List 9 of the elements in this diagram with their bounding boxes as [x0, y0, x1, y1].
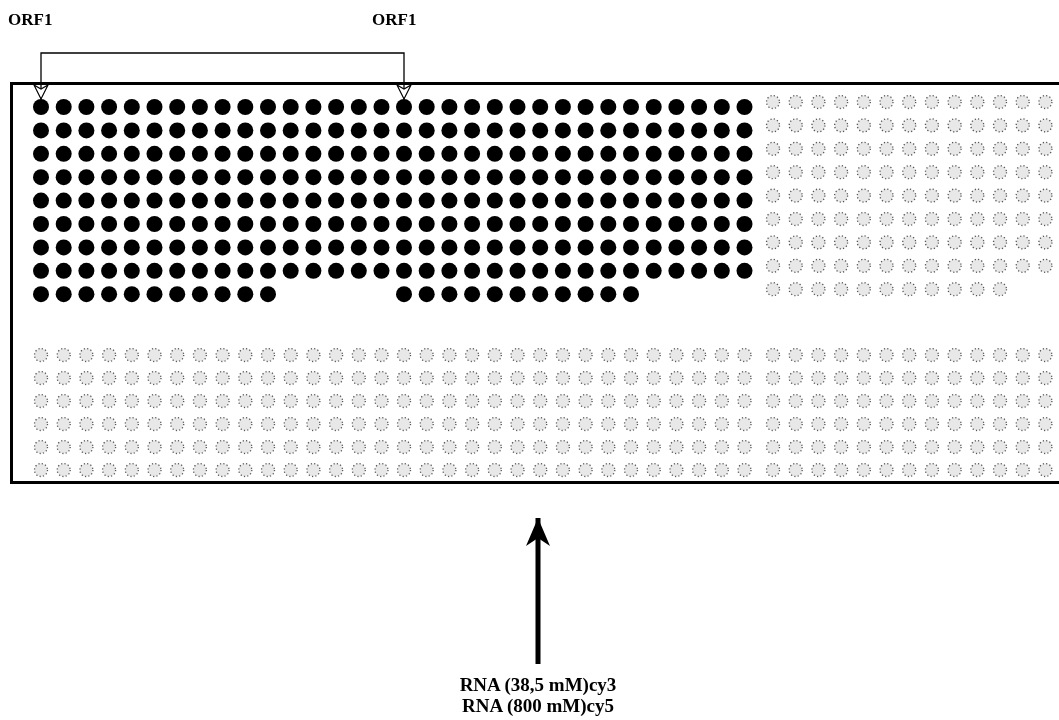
gene-label: ORF1 [8, 10, 53, 30]
microarray-slide [10, 82, 1059, 484]
sample-text: RNA (38,5 mM)cy3 [459, 674, 617, 695]
sample-text: RNA (800 mM)cy5 [462, 695, 614, 716]
arrow [526, 518, 550, 664]
array-spot [396, 99, 412, 115]
array-spot [33, 99, 49, 115]
bracket-arrow [33, 52, 412, 100]
gene-label: ORF1 [372, 10, 417, 30]
